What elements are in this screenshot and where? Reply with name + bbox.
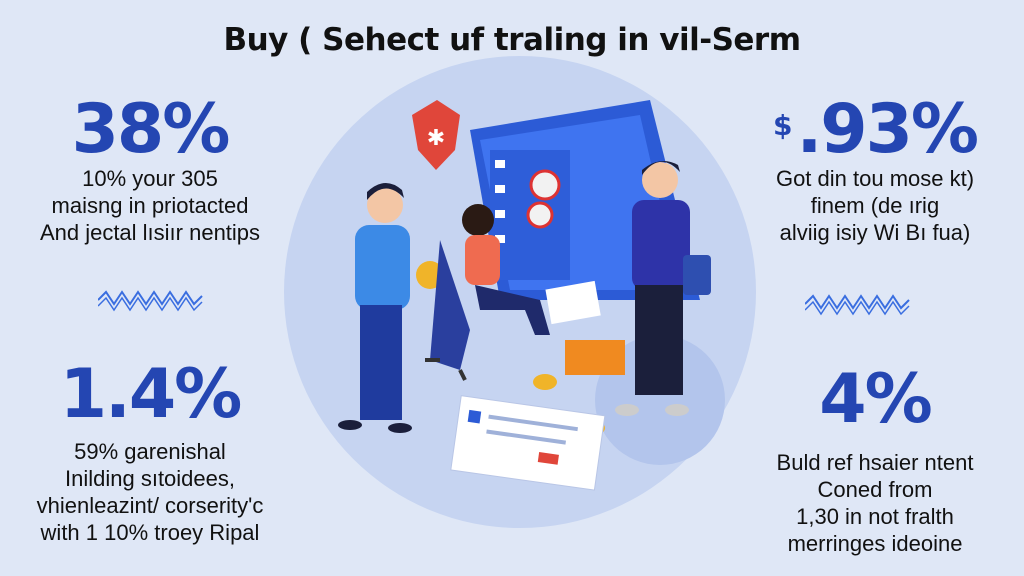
stat-text: maisng in priotacted: [51, 193, 249, 218]
stat-text: merringes ideoine: [787, 531, 963, 556]
stat-top-left: 38% 10% your 305 maisng in priotacted An…: [0, 95, 300, 246]
stat-bottom-left: 1.4% 59% garenishal Inilding sıtoidees, …: [0, 360, 300, 546]
svg-text:✱: ✱: [427, 125, 445, 150]
stat-bottom-right: 4% Buld ref hsaier ntent Coned from 1,30…: [725, 365, 1024, 557]
person-standing: [615, 161, 711, 416]
stat-text: finem (de ırig: [810, 193, 940, 218]
stat-text: Got din tou mose kt): [775, 166, 975, 191]
document-icon: [450, 395, 606, 491]
stat-text: And jectal lısiır nentips: [39, 220, 261, 245]
stat-text: Inilding sıtoidees,: [65, 466, 235, 491]
coin-icon: [533, 374, 557, 390]
stat-text: vhienleazint/ corserity'c: [36, 493, 264, 518]
package-icon: [565, 340, 625, 375]
blocked-icon: [529, 169, 561, 201]
stat-text: 1,30 in not fralth: [796, 504, 954, 529]
stat-text: 59% garenishal: [74, 439, 226, 464]
stat-top-right: $.93% Got din tou mose kt) finem (de ıri…: [725, 95, 1024, 246]
stat-value: 38%: [71, 90, 231, 169]
stat-text: 10% your 305: [82, 166, 218, 191]
floor-shadow: [595, 335, 725, 465]
stat-value: .93%: [796, 90, 979, 169]
person-holding-coin: [338, 182, 444, 433]
shield-icon: ✱: [412, 100, 460, 170]
stat-text: Buld ref hsaier ntent: [776, 450, 974, 475]
dollar-sign: $: [772, 109, 793, 142]
person-at-computer: [425, 204, 550, 381]
zigzag-divider: [805, 294, 910, 316]
stat-text: with 1 10% troey Ripal: [40, 520, 260, 545]
stat-value: 4%: [819, 360, 932, 439]
zigzag-divider: [98, 290, 203, 312]
page-title: Buy ( Sehect uf traling in vil-Serm: [223, 22, 801, 58]
stat-value: 1.4%: [59, 355, 243, 434]
blocked-icon: [526, 201, 554, 229]
document-icon: [545, 280, 601, 325]
stat-text: Coned from: [817, 477, 933, 502]
stat-text: alviig isiy Wi Bı fua): [779, 220, 971, 245]
